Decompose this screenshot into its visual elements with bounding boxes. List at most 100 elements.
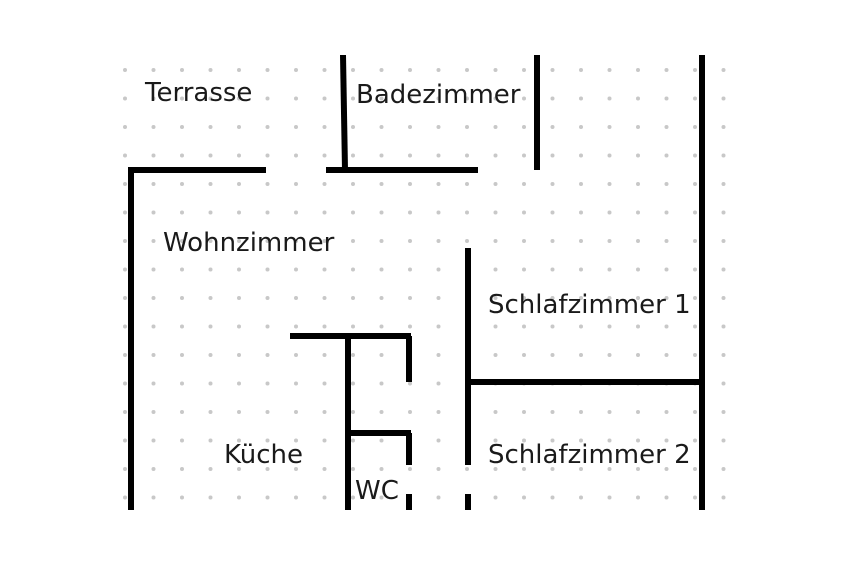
grid-dot [664,467,669,471]
grid-dot [379,467,384,471]
grid-dot [579,267,583,272]
grid-dot [693,125,697,129]
grid-dot [123,153,127,158]
grid-dot [379,182,384,186]
grid-dot [180,296,184,300]
grid-dot [693,495,697,500]
grid-dot [408,182,412,186]
grid-dot [493,267,498,272]
grid-dot [294,467,298,471]
grid-dot [408,96,412,101]
grid-dot [379,438,384,443]
grid-dot [208,96,213,101]
grid-dot [408,68,412,72]
grid-dot [151,495,156,500]
grid-dot [208,68,213,72]
grid-dot [265,96,270,101]
grid-dot [721,495,726,500]
grid-dot [493,353,498,357]
grid-dot [607,125,612,129]
grid-dot [522,495,526,500]
grid-dot [208,438,213,443]
grid-dot [180,125,184,129]
grid-dot [294,324,298,329]
grid-dot [123,239,127,243]
room-label-wc: WC [355,476,399,506]
grid-dot [237,267,241,272]
grid-dot [721,153,726,158]
grid-dot [151,239,156,243]
grid-dot [693,353,697,357]
grid-dot [579,438,583,443]
grid-dot [664,153,669,158]
grid-dot [180,324,184,329]
grid-dot [664,125,669,129]
grid-dot [379,153,384,158]
grid-dot [322,410,327,414]
grid-dot [237,68,241,72]
grid-dot [493,296,498,300]
grid-dot [123,182,127,186]
grid-dot [607,153,612,158]
grid-dot [351,467,355,471]
grid-dot [294,267,298,272]
grid-dot [636,438,640,443]
grid-dot [721,438,726,443]
grid-dot [237,296,241,300]
grid-dot [550,153,555,158]
grid-dots [123,68,726,500]
grid-dot [408,296,412,300]
wall-bath-left [340,54,348,171]
grid-dot [436,410,441,414]
grid-dot [607,410,612,414]
grid-dot [493,467,498,471]
grid-dot [436,125,441,129]
grid-dot [265,267,270,272]
grid-dot [294,210,298,215]
grid-dot [522,324,526,329]
grid-dot [493,125,498,129]
grid-dot [607,296,612,300]
grid-dot [151,324,156,329]
grid-dot [265,210,270,215]
grid-dot [693,68,697,72]
grid-dot [579,410,583,414]
grid-dot [151,353,156,357]
grid-dot [322,495,327,500]
grid-dot [265,153,270,158]
grid-dot [123,410,127,414]
grid-dot [721,96,726,101]
grid-dot [237,239,241,243]
grid-dot [493,324,498,329]
grid-dot [693,210,697,215]
room-label-schlafzimmer-1: Schlafzimmer 1 [488,290,691,320]
grid-dot [237,381,241,386]
grid-dot [693,467,697,471]
grid-dot [550,353,555,357]
grid-dot [579,68,583,72]
grid-dot [493,68,498,72]
grid-dot [522,353,526,357]
grid-dot [579,182,583,186]
grid-dot [550,125,555,129]
grid-dot [265,353,270,357]
grid-dot [123,68,127,72]
grid-dot [522,296,526,300]
grid-dot [151,410,156,414]
grid-dot [379,96,384,101]
grid-dot [208,324,213,329]
grid-dot [607,495,612,500]
grid-dot [522,467,526,471]
grid-dot [237,353,241,357]
grid-dot [607,324,612,329]
grid-dot [351,267,355,272]
grid-dot [636,267,640,272]
grid-dot [636,495,640,500]
grid-dot [693,267,697,272]
grid-dot [493,182,498,186]
grid-dot [237,495,241,500]
grid-dot [322,324,327,329]
grid-dot [123,296,127,300]
grid-dot [237,438,241,443]
grid-dot [379,296,384,300]
